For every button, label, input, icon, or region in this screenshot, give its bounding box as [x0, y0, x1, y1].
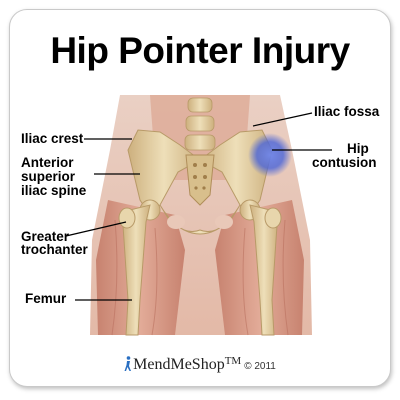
- brand-name: MendMeShop: [133, 356, 225, 373]
- diagram-title: Hip Pointer Injury: [50, 30, 350, 71]
- leader-lines: [65, 112, 332, 301]
- right-femur: [249, 204, 279, 336]
- label-hip-line2: contusion: [312, 155, 377, 170]
- lumbar-vertebrae: [184, 97, 216, 151]
- label-femur: Femur: [25, 291, 67, 306]
- label-hip-line1: Hip: [347, 141, 369, 156]
- trademark-mark: TM: [224, 355, 242, 367]
- label-greater-line2: trochanter: [21, 242, 88, 257]
- runner-logo-icon: [124, 356, 132, 371]
- label-iliac-fossa: Iliac fossa: [314, 104, 380, 119]
- left-ilium: [127, 129, 201, 216]
- label-asis-line1: Anterior: [21, 155, 74, 170]
- left-femur: [121, 204, 151, 336]
- brand-footer: MendMeShopTM© 2011: [0, 355, 400, 374]
- label-asis-line2: superior: [21, 169, 76, 184]
- label-greater-line1: Greater: [21, 229, 70, 244]
- copyright-text: © 2011: [244, 361, 276, 372]
- hip-contusion-bruise: [248, 133, 292, 177]
- label-asis-line3: iliac spine: [21, 183, 87, 198]
- label-iliac-crest: Iliac crest: [21, 131, 84, 146]
- sacrum: [185, 154, 215, 206]
